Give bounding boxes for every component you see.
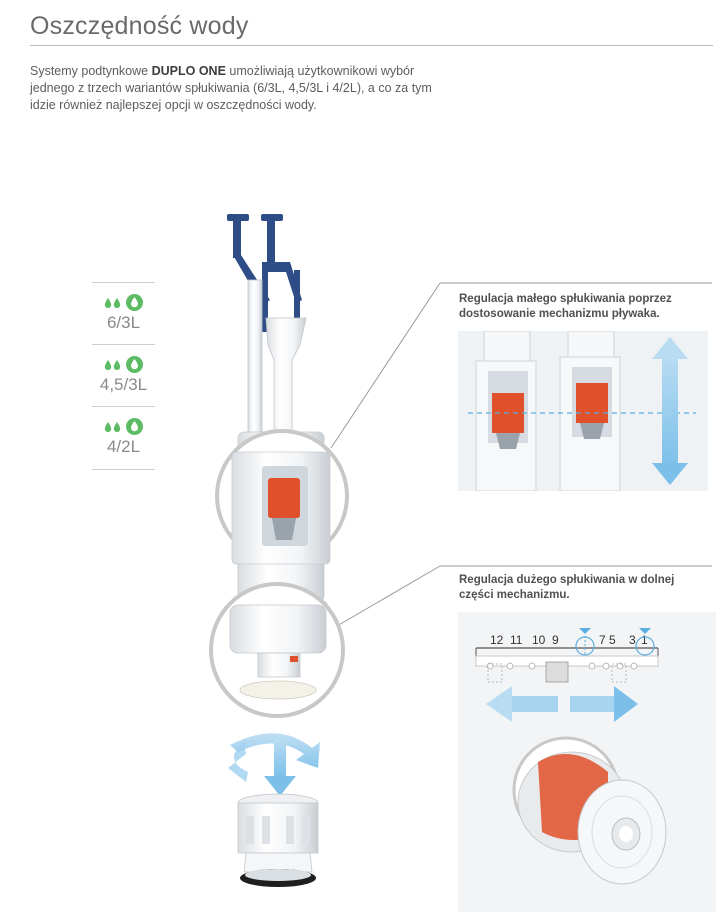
caption-large-flush: Regulacja dużego spłukiwania w dolnej cz… xyxy=(459,574,675,601)
scale-label-10: 10 xyxy=(532,633,546,647)
float-adjustment-photo xyxy=(458,331,708,491)
title-divider xyxy=(30,45,713,46)
intro-text-2: umożliwiają użytkownikowi wybór jednego … xyxy=(30,64,432,112)
marker-triangle-right xyxy=(639,628,651,634)
double-drop-icon xyxy=(104,297,121,308)
callout-line-bottom xyxy=(336,565,441,627)
intro-paragraph: Systemy podtynkowe DUPLO ONE umożliwiają… xyxy=(30,63,450,114)
flush-option-label: 6/3L xyxy=(106,313,141,332)
callout-line-top xyxy=(330,282,441,449)
rotate-arrows-icon xyxy=(228,733,320,796)
scale-label-11: 11 xyxy=(510,633,523,647)
flush-option-label: 4/2L xyxy=(106,437,141,456)
scale-label-5: 5 xyxy=(609,633,616,647)
flush-valve-illustration xyxy=(209,214,712,887)
page-title: Oszczędność wody xyxy=(30,12,249,40)
flush-option-4-5-3: 4,5/3L xyxy=(92,344,155,407)
scale-label-9: 9 xyxy=(552,633,559,647)
flush-cage xyxy=(237,793,319,887)
flush-option-6-3: 6/3L xyxy=(92,282,155,345)
flush-option-label: 4,5/3L xyxy=(99,375,148,394)
scale-label-3: 3 xyxy=(629,633,636,647)
marker-triangle-left xyxy=(579,628,591,634)
float-orange xyxy=(268,478,300,518)
vertical-double-arrow-icon xyxy=(652,337,688,485)
marker-circle-right xyxy=(635,636,655,656)
base-closeup xyxy=(512,736,667,885)
drop-circle-icon xyxy=(126,294,143,311)
scale-label-1: 1 xyxy=(641,633,648,647)
double-drop-icon xyxy=(104,359,121,370)
scale-label-7: 7 xyxy=(599,633,606,647)
double-drop-icon xyxy=(104,421,121,432)
drop-circle-icon xyxy=(126,356,143,373)
flush-option-4-2: 4/2L xyxy=(92,406,155,470)
caption-small-flush: Regulacja małego spłukiwania poprzez dos… xyxy=(459,293,672,320)
drop-circle-icon xyxy=(126,418,143,435)
intro-brand: DUPLO ONE xyxy=(151,64,226,78)
scale-labels: 12 11 10 9 7 5 3 1 xyxy=(490,633,648,647)
base-adjustment-photo: 12 11 10 9 7 5 3 1 xyxy=(458,612,716,912)
horizontal-double-arrow-icon xyxy=(486,686,638,722)
intro-text-1: Systemy podtynkowe xyxy=(30,64,152,78)
scale-label-12: 12 xyxy=(490,633,504,647)
float-orange-right xyxy=(576,383,608,423)
